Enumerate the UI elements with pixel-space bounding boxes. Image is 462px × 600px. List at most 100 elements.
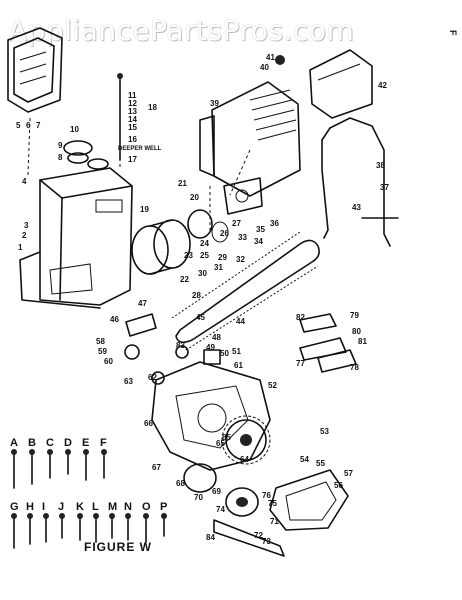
callout-18: 18 <box>148 103 157 112</box>
fastener-letter: D <box>64 437 72 449</box>
callout-20: 20 <box>190 193 199 202</box>
watermark: AppliancePartsPros.com <box>8 14 355 47</box>
callout-36: 36 <box>270 219 279 228</box>
callout-77: 77 <box>296 359 305 368</box>
handle-bar <box>321 117 399 247</box>
callout-17: 17 <box>128 155 137 164</box>
callout-9: 9 <box>58 141 63 150</box>
callout-64: 64 <box>240 455 249 464</box>
fastener-letter: J <box>58 501 64 513</box>
clutch-drum <box>183 463 259 517</box>
callout-61: 61 <box>234 361 243 370</box>
callout-68: 68 <box>176 479 185 488</box>
callout-8: 8 <box>58 153 63 162</box>
crankcase <box>151 361 271 471</box>
callout-2: 2 <box>22 231 27 240</box>
fastener-letter: N <box>124 501 132 513</box>
side-mark: F <box>448 30 458 36</box>
callout-84: 84 <box>206 533 215 542</box>
callout-29: 29 <box>218 253 227 262</box>
callout-6: 6 <box>26 121 31 130</box>
callout-34: 34 <box>254 237 263 246</box>
callout-50: 50 <box>220 349 229 358</box>
callout-25: 25 <box>200 251 209 260</box>
fastener-letter: E <box>82 437 89 449</box>
fastener-letter: A <box>10 437 18 449</box>
callout-71: 71 <box>270 517 279 526</box>
callout-57: 57 <box>344 469 353 478</box>
callout-49: 49 <box>206 343 215 352</box>
callout-45: 45 <box>196 313 205 322</box>
callout-14: 14 <box>128 115 137 124</box>
callout-54: 54 <box>300 455 309 464</box>
callout-67: 67 <box>152 463 161 472</box>
callout-66: 66 <box>144 419 153 428</box>
callout-15: 15 <box>128 123 137 132</box>
callout-3: 3 <box>24 221 29 230</box>
callout-60: 60 <box>104 357 113 366</box>
callout-72: 72 <box>254 531 263 540</box>
callout-31: 31 <box>214 263 223 272</box>
callout-48: 48 <box>212 333 221 342</box>
callout-81: 81 <box>358 337 367 346</box>
callout-16: 16 <box>128 135 137 144</box>
callout-47: 47 <box>138 299 147 308</box>
callout-62: 62 <box>148 373 157 382</box>
fastener-letter: B <box>28 437 36 449</box>
callout-30: 30 <box>198 269 207 278</box>
fastener-letter: K <box>76 501 84 513</box>
callout-55: 55 <box>316 459 325 468</box>
callout-79: 79 <box>350 311 359 320</box>
fastener-row-1 <box>11 449 107 489</box>
callout-19: 19 <box>140 205 149 214</box>
tank-housing <box>19 167 133 309</box>
callout-42: 42 <box>378 81 387 90</box>
muffler <box>309 49 373 119</box>
callout-83: 83 <box>176 341 185 350</box>
callout-52: 52 <box>268 381 277 390</box>
callout-35: 35 <box>256 225 265 234</box>
callout-78: 78 <box>350 363 359 372</box>
guide-bar-chain <box>171 231 320 351</box>
callout-70: 70 <box>194 493 203 502</box>
callout-39: 39 <box>210 99 219 108</box>
callout-11: 11 <box>128 91 137 100</box>
fastener-letter: C <box>46 437 54 449</box>
callout-85: 85 <box>222 433 231 442</box>
callout-63: 63 <box>124 377 133 386</box>
callout-41: 41 <box>266 53 275 62</box>
callout-75: 75 <box>268 499 277 508</box>
callout-82: 82 <box>296 313 305 322</box>
drive-gear <box>221 415 271 465</box>
sprocket-cover <box>269 469 349 531</box>
callout-51: 51 <box>232 347 241 356</box>
callout-1: 1 <box>18 243 23 252</box>
callout-46: 46 <box>110 315 119 324</box>
fastener-letter: M <box>108 501 117 513</box>
callout-12: 12 <box>128 99 137 108</box>
callout-53: 53 <box>320 427 329 436</box>
air-filter-cover <box>7 27 63 113</box>
fuel-caps <box>63 140 109 170</box>
callout-69: 69 <box>212 487 221 496</box>
callout-73: 73 <box>262 537 271 546</box>
callout-40: 40 <box>260 63 269 72</box>
callout-58: 58 <box>96 337 105 346</box>
callout-27: 27 <box>232 219 241 228</box>
small-parts <box>124 313 221 385</box>
fastener-letter: F <box>100 437 107 449</box>
callout-26: 26 <box>220 229 229 238</box>
fastener-letter: I <box>42 501 45 513</box>
callout-24: 24 <box>200 239 209 248</box>
callout-37: 37 <box>380 183 389 192</box>
depth-note: DEEPER WELL <box>118 146 162 152</box>
callout-4: 4 <box>22 177 27 186</box>
callout-13: 13 <box>128 107 137 116</box>
carburetor <box>223 177 263 215</box>
callout-32: 32 <box>236 255 245 264</box>
callout-65: 65 <box>216 439 225 448</box>
fastener-letter: G <box>10 501 19 513</box>
